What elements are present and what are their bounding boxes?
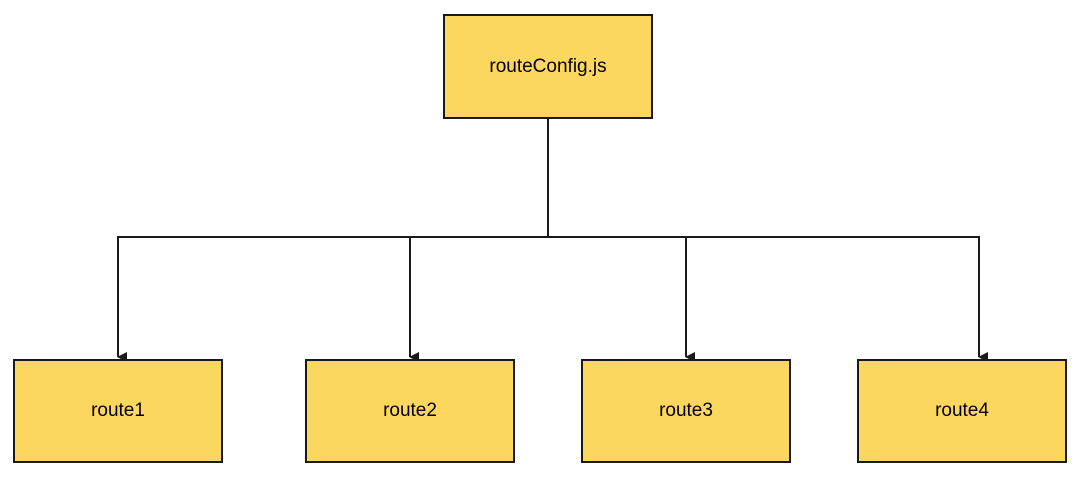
node-label: route4 — [935, 400, 989, 421]
node-route1[interactable]: route1 — [13, 359, 223, 463]
node-route4[interactable]: route4 — [857, 359, 1067, 463]
node-route-config[interactable]: routeConfig.js — [443, 14, 653, 119]
node-label: route1 — [91, 400, 145, 421]
node-route2[interactable]: route2 — [305, 359, 515, 463]
node-label: routeConfig.js — [489, 55, 607, 77]
node-label: route2 — [383, 400, 437, 421]
node-route3[interactable]: route3 — [581, 359, 791, 463]
node-label: route3 — [659, 400, 713, 421]
